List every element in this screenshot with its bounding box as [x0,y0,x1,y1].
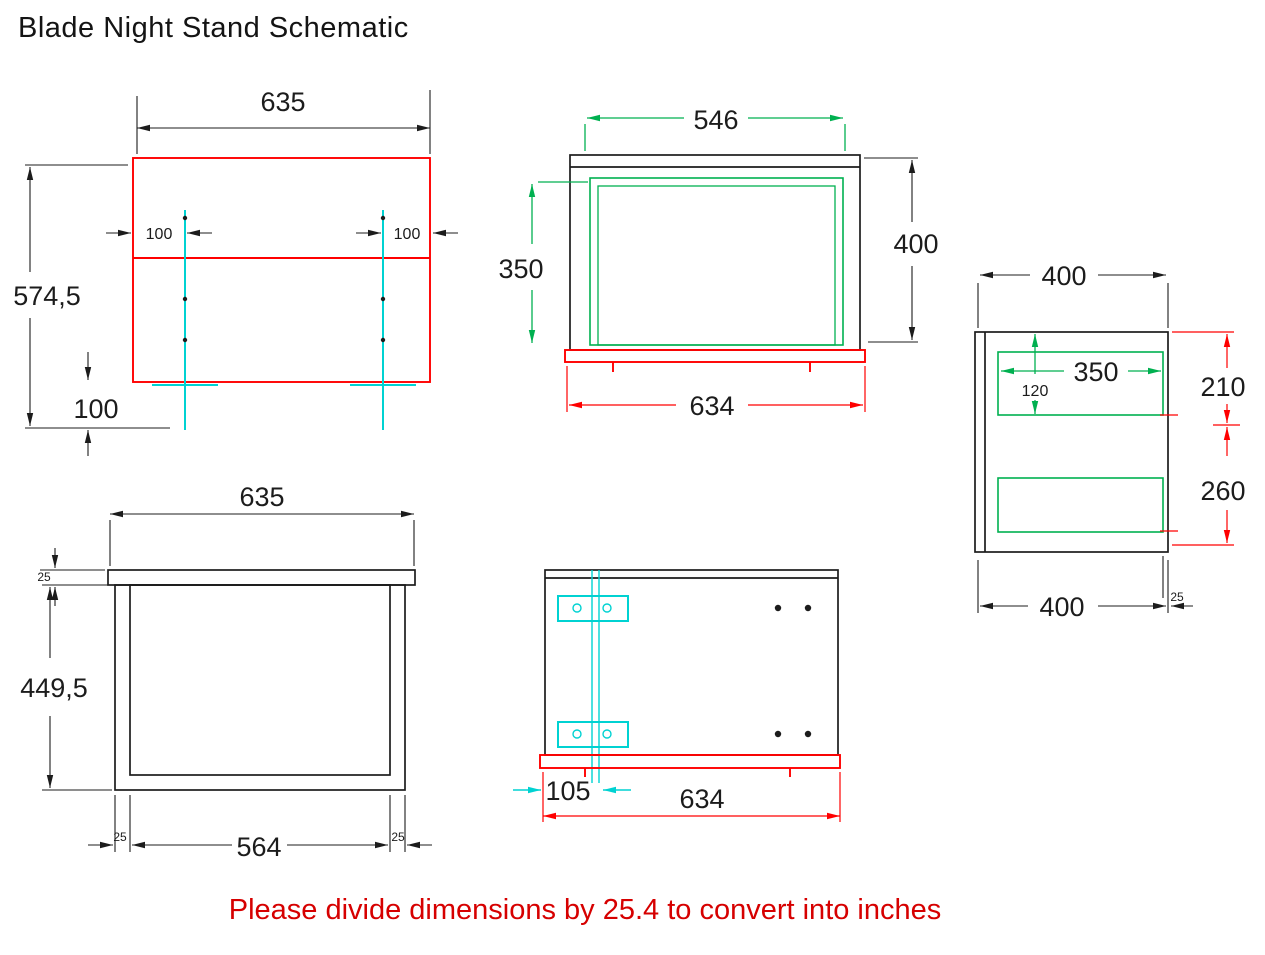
dim-leg-inset-right: 100 [356,226,458,243]
dim-leg-height: 100 [73,352,119,456]
leg-screw-holes [182,215,386,343]
right-leg [350,210,416,430]
dim-depth-bottom: 400 25 [977,556,1193,622]
dim-label-right-leg-thickness: 25 [391,830,405,844]
carcass-box [569,154,861,351]
dim-label-drawer-offset: 120 [1022,383,1049,400]
dim-label-leg-offset: 105 [545,776,590,806]
dim-label-panel-thickness: 25 [1170,590,1184,604]
dim-label-front-width: 635 [260,87,305,117]
bottom-panel [544,569,839,756]
dim-drawer-offset: 120 [1022,334,1049,414]
opening-inner [597,185,836,346]
dim-label-upper-section: 210 [1200,372,1245,402]
dim-label-left-leg-thickness: 25 [113,830,127,844]
dim-label-leg-inset-right: 100 [394,226,421,243]
dim-label-inner-height: 350 [498,254,543,284]
dim-label-lower-section: 260 [1200,476,1245,506]
dim-frame-width: 635 [109,482,415,566]
side-box [974,331,1169,553]
dim-label-inner-width: 546 [693,105,738,135]
top-panel [107,569,416,586]
left-leg [152,210,218,430]
dim-front-height: 574,5 [13,164,170,429]
dim-label-outer-height: 400 [893,229,938,259]
leg-mounting-plates [557,570,629,783]
dim-label-leg-inset-left: 100 [146,226,173,243]
frame-front-view: 635 25 449,5 [20,482,432,862]
dim-label-bottom-width: 634 [679,784,724,814]
screw-holes [774,604,812,738]
dim-label-top-thickness: 25 [37,570,51,584]
drawer-top [997,351,1164,416]
dim-frame-inner-width: 564 25 25 [88,795,432,862]
dim-leg-inset-left: 100 [106,226,212,243]
page-title: Blade Night Stand Schematic [18,12,409,44]
base-strip [564,349,866,363]
conversion-note: Please divide dimensions by 25.4 to conv… [228,894,942,926]
dim-leg-offset: 105 [513,776,631,806]
dim-front-width: 635 [136,87,431,154]
frame-outer [114,584,406,791]
carcass-front-view: 546 350 400 [498,105,938,421]
dim-depth-top: 400 [977,261,1169,328]
dim-label-leg-height: 100 [73,394,118,424]
bottom-view: 105 634 [513,569,841,822]
dim-label-drawer-depth: 350 [1073,357,1118,387]
dim-label-outer-width: 634 [689,391,734,421]
opening-outer [589,177,844,346]
carcass-outline [132,157,431,383]
front-view: 635 574,5 100 100 [13,87,458,456]
dim-drawer-depth: 350 [1001,357,1161,387]
bottom-base-strip [539,754,841,769]
dim-label-depth-top: 400 [1041,261,1086,291]
dim-outer-width: 634 [566,366,866,421]
drawer-bottom [997,477,1164,533]
dim-inner-height: 350 [498,181,588,343]
dim-top-thickness: 25 [37,548,105,606]
dim-bottom-width: 634 [542,772,841,822]
dim-inner-width: 546 [584,105,846,151]
dim-label-frame-height: 449,5 [20,673,88,703]
dim-label-frame-inner-width: 564 [236,832,281,862]
dim-label-frame-width: 635 [239,482,284,512]
side-view: 350 120 400 210 [974,261,1246,622]
dim-label-depth-bottom: 400 [1039,592,1084,622]
dim-frame-height: 449,5 [20,584,112,791]
dim-outer-height: 400 [864,157,939,343]
dim-sections: 210 260 [1160,331,1246,546]
frame-opening [129,584,391,776]
dim-label-front-height: 574,5 [13,281,81,311]
